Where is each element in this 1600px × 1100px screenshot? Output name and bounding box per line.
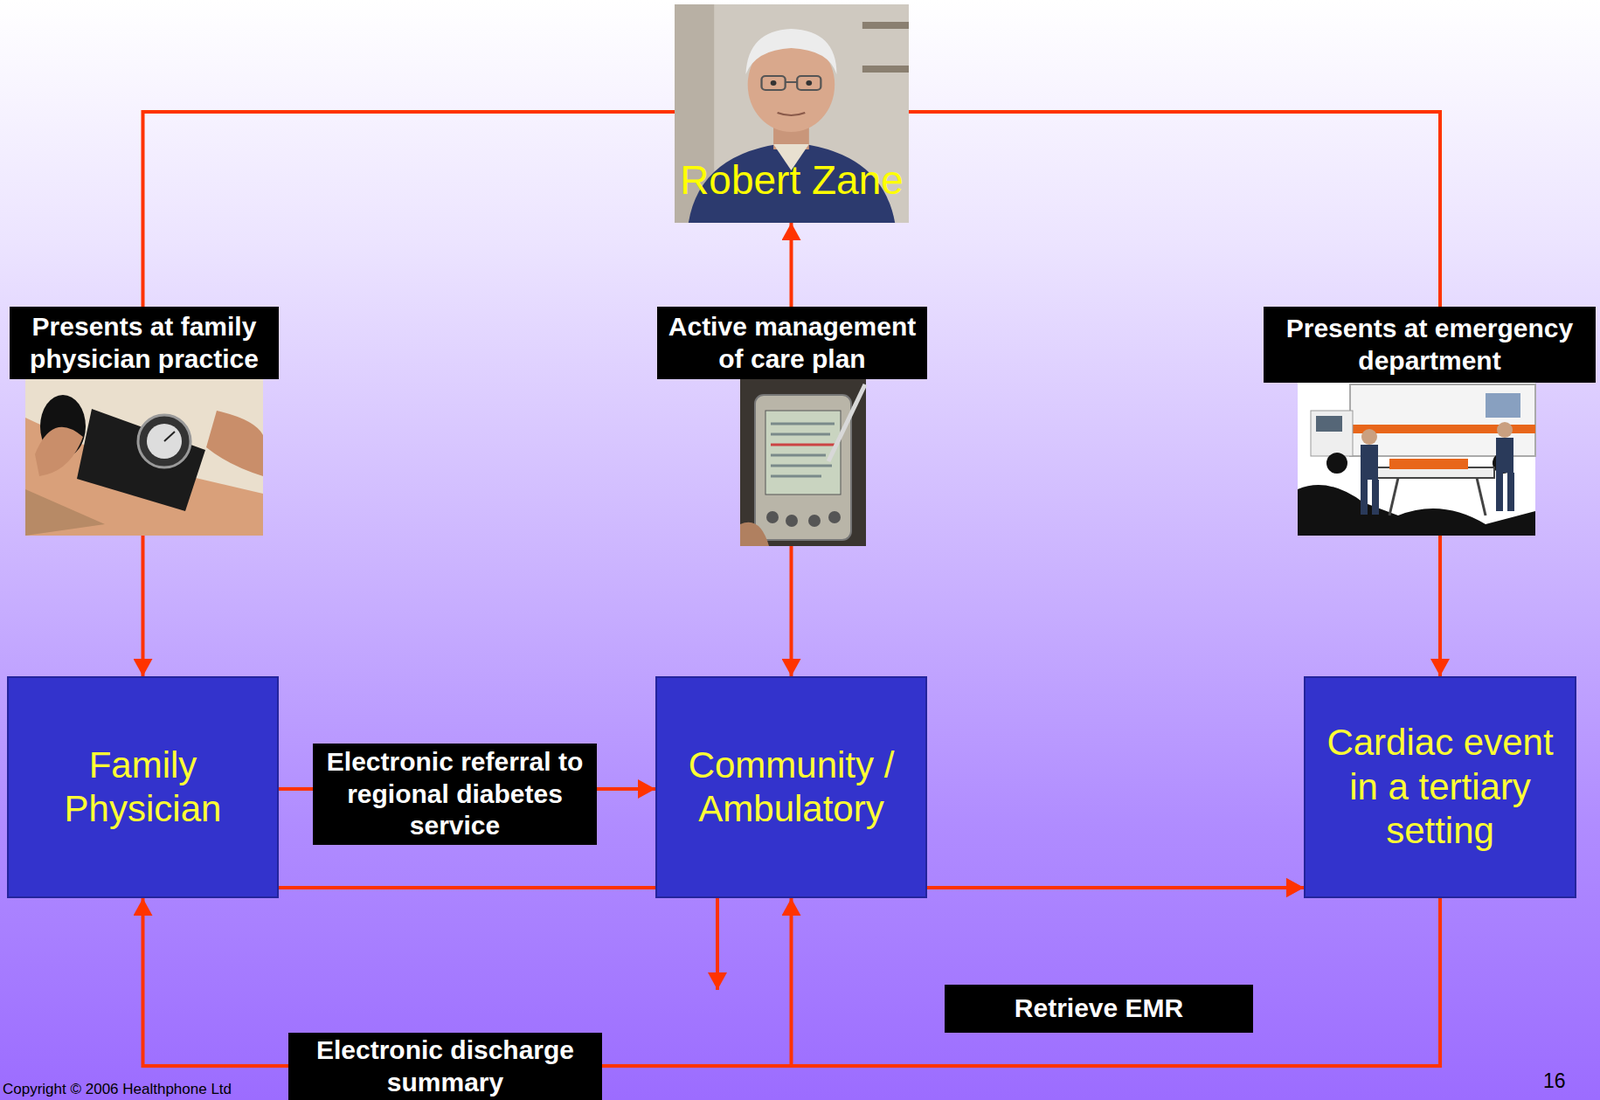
connector bbox=[791, 898, 1441, 1067]
ambulance-photo bbox=[1297, 382, 1536, 536]
pda-photo bbox=[740, 379, 866, 547]
box-label: Family Physician bbox=[47, 743, 240, 832]
edge-label: Presents at emergency department bbox=[1263, 306, 1596, 383]
portrait-node: Robert Zane bbox=[674, 4, 909, 223]
process-box: Cardiac event in a tertiary setting bbox=[1303, 676, 1577, 899]
process-box: Family Physician bbox=[6, 676, 279, 899]
edge-label: Retrieve EMR bbox=[944, 984, 1254, 1033]
box-label: Cardiac event in a tertiary setting bbox=[1316, 720, 1566, 853]
edge-label: Electronic discharge summary bbox=[288, 1032, 603, 1100]
box-label: Community / Ambulatory bbox=[669, 743, 915, 832]
connector bbox=[927, 886, 1304, 890]
person-name: Robert Zane bbox=[679, 158, 904, 203]
copyright-note: Copyright © 2006 Healthphone Ltd bbox=[2, 1080, 232, 1099]
edge-label: Electronic referral to regional diabetes… bbox=[312, 743, 597, 846]
edge-label: Presents at family physician practice bbox=[9, 306, 279, 380]
blood-pressure-photo bbox=[25, 379, 264, 536]
process-box: Community / Ambulatory bbox=[655, 676, 928, 899]
stub-arrow bbox=[715, 898, 720, 991]
edge-label: Active management of care plan bbox=[657, 306, 928, 380]
page-number: 16 bbox=[1543, 1069, 1566, 1094]
